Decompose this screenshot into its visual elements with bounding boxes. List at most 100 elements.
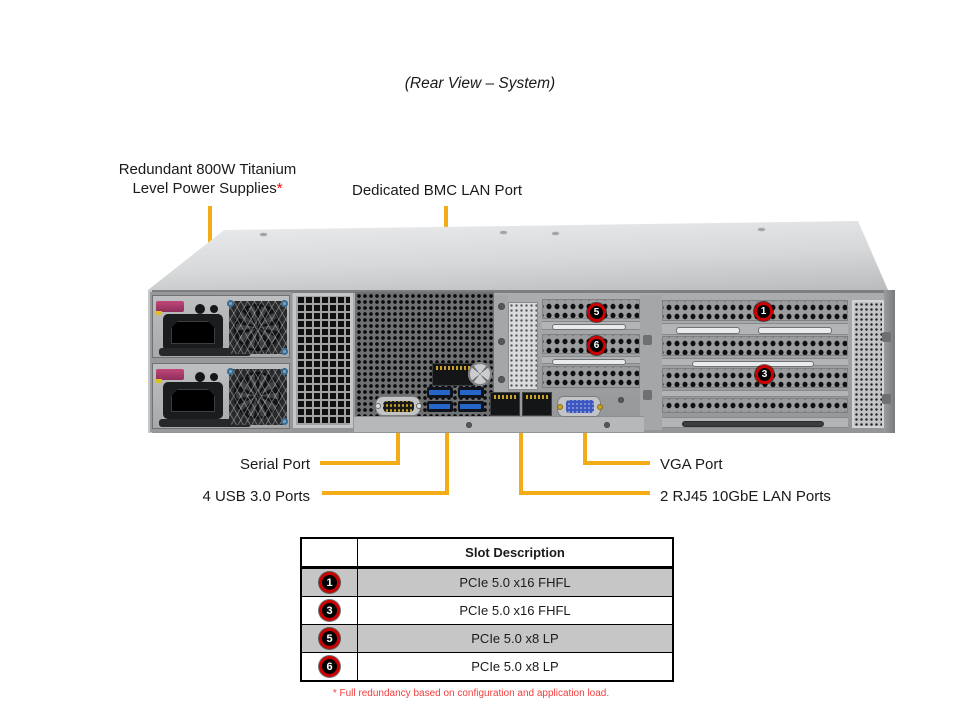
pcie-slot-2-cover bbox=[662, 336, 848, 356]
sill-screw bbox=[466, 422, 472, 428]
psu-latch bbox=[156, 369, 184, 383]
vga-port bbox=[557, 396, 603, 417]
vga-port-pins bbox=[566, 400, 594, 413]
table-row: 3 PCIe 5.0 x16 FHFL bbox=[302, 596, 672, 624]
vga-leader-line-v bbox=[583, 428, 587, 465]
bracket-tab bbox=[643, 390, 652, 400]
sill-screw bbox=[604, 422, 610, 428]
chassis-rear-panel bbox=[148, 290, 895, 433]
slot-handle bbox=[758, 327, 832, 334]
psu-screw bbox=[281, 300, 288, 307]
usb3-port bbox=[427, 401, 453, 412]
slot-divider bbox=[662, 390, 848, 397]
vga-leader-line-h bbox=[583, 461, 650, 465]
psu-label-line1: Redundant 800W Titanium bbox=[118, 161, 297, 178]
psu-fan bbox=[234, 372, 281, 419]
table-header-label: Slot Description bbox=[465, 545, 565, 560]
slot-6-description: PCIe 5.0 x8 LP bbox=[471, 659, 559, 674]
chassis-right-edge bbox=[884, 290, 895, 433]
psu-led bbox=[210, 305, 218, 313]
slot-bottom-bracket bbox=[662, 417, 848, 428]
psu-screw bbox=[281, 418, 288, 425]
psu-handle bbox=[159, 419, 251, 427]
psu-handle bbox=[159, 348, 251, 356]
dsub-screw bbox=[416, 403, 422, 409]
slot-5-badge: 5 bbox=[319, 628, 340, 649]
usb3-port bbox=[427, 387, 453, 398]
lan-leader-line-v bbox=[519, 428, 523, 495]
bracket-screw bbox=[498, 303, 505, 310]
slot-3-badge: 3 bbox=[319, 600, 340, 621]
slot-divider bbox=[542, 321, 640, 330]
slot-3-callout-badge: 3 bbox=[755, 365, 774, 384]
slot-1-callout-badge: 1 bbox=[754, 302, 773, 321]
lan-leader-line-h bbox=[519, 491, 650, 495]
serial-port bbox=[375, 396, 422, 416]
dsub-screw bbox=[375, 403, 381, 409]
slot-handle bbox=[692, 361, 814, 367]
psu-led bbox=[210, 373, 218, 381]
rj45-lan-port-2 bbox=[522, 392, 552, 416]
slot-1-badge: 1 bbox=[319, 572, 340, 593]
serial-leader-line-h bbox=[320, 461, 400, 465]
psu-screw bbox=[281, 348, 288, 355]
chassis-ridge bbox=[148, 290, 895, 293]
hinge-tab bbox=[882, 332, 891, 342]
slot-6-callout-badge: 6 bbox=[587, 336, 606, 355]
table-header-row: Slot Description bbox=[302, 539, 672, 568]
psu-button bbox=[195, 372, 205, 382]
pcie-slot-4-cover bbox=[662, 398, 848, 413]
psu-fan bbox=[234, 304, 281, 351]
slot-group-divider bbox=[640, 295, 662, 430]
chassis-top-panel bbox=[148, 221, 888, 290]
psu-label-line2: Level Power Supplies bbox=[132, 180, 277, 197]
slot-divider bbox=[662, 323, 848, 335]
psu-screw bbox=[281, 368, 288, 375]
ac-power-inlet bbox=[163, 382, 223, 419]
slot-description-table: Slot Description 1 PCIe 5.0 x16 FHFL 3 P… bbox=[300, 537, 674, 682]
low-profile-slot-bracket bbox=[508, 302, 538, 390]
psu-screw bbox=[227, 300, 234, 307]
round-vent-knob bbox=[468, 362, 492, 386]
panel-screw bbox=[618, 397, 624, 403]
dsub-screw bbox=[557, 404, 563, 410]
slot-divider bbox=[542, 356, 640, 365]
hinge-tab bbox=[882, 394, 891, 404]
io-sill bbox=[354, 416, 644, 432]
dsub-screw bbox=[597, 404, 603, 410]
top-panel-screw bbox=[500, 231, 507, 234]
power-supply-2 bbox=[152, 363, 290, 429]
usb3-port bbox=[458, 401, 484, 412]
slot-3-description: PCIe 5.0 x16 FHFL bbox=[459, 603, 571, 618]
top-panel-screw bbox=[758, 228, 765, 231]
psu-label-asterisk: * bbox=[276, 180, 283, 197]
slot-1-description: PCIe 5.0 x16 FHFL bbox=[459, 575, 571, 590]
psu-fan-grille bbox=[229, 369, 287, 425]
psu-screw bbox=[227, 368, 234, 375]
slot-6-badge: 6 bbox=[319, 656, 340, 677]
bracket-screw-column bbox=[494, 295, 508, 405]
psu-fan-grille bbox=[229, 301, 287, 354]
table-header-slot-cell bbox=[302, 539, 358, 566]
diagram-title: (Rear View – System) bbox=[404, 75, 556, 92]
bracket-tab bbox=[643, 335, 652, 345]
psu-bay bbox=[150, 292, 292, 432]
psu-label: Redundant 800W Titanium Level Power Supp… bbox=[95, 160, 320, 198]
psu-latch bbox=[156, 301, 184, 315]
slot-5-description: PCIe 5.0 x8 LP bbox=[471, 631, 559, 646]
top-panel-screw bbox=[552, 232, 559, 235]
server-chassis-rear-view bbox=[148, 218, 895, 436]
ac-power-inlet bbox=[163, 314, 223, 351]
right-vent-grille bbox=[852, 300, 884, 428]
slot-5-callout-badge: 5 bbox=[587, 303, 606, 322]
psu-button bbox=[195, 304, 205, 314]
bracket-slot bbox=[682, 421, 824, 427]
redundancy-footnote: * Full redundancy based on configuration… bbox=[332, 688, 610, 699]
serial-port-pins bbox=[383, 401, 414, 412]
usb-ports-label: 4 USB 3.0 Ports bbox=[202, 488, 310, 505]
lower-vent-cover bbox=[542, 366, 640, 388]
slot-handle bbox=[552, 359, 626, 365]
table-row: 5 PCIe 5.0 x8 LP bbox=[302, 624, 672, 652]
table-row: 6 PCIe 5.0 x8 LP bbox=[302, 652, 672, 680]
